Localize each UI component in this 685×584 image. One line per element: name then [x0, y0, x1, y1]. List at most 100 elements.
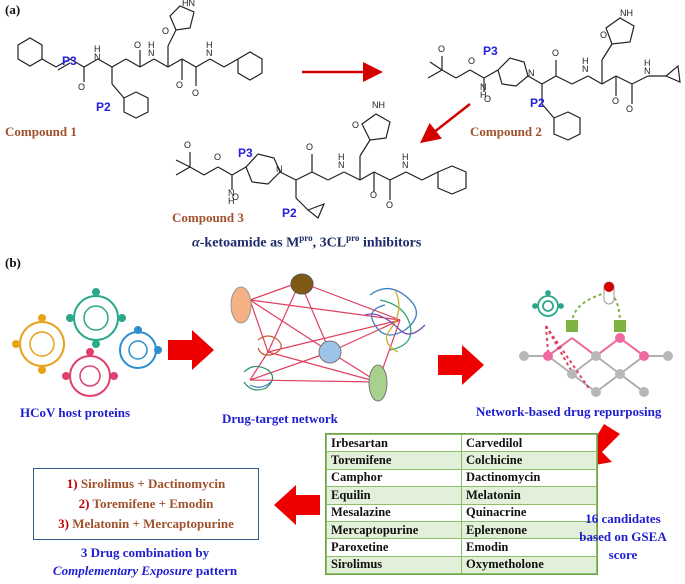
node-orange: [230, 286, 252, 324]
atom-label: O: [612, 96, 619, 106]
combo-3: 3) Melatonin + Mercaptopurine: [58, 516, 234, 531]
atom-label: H: [582, 56, 589, 66]
combo-1: 1) Sirolimus + Dactinomycin: [66, 476, 226, 491]
virus-icon-small: [532, 290, 564, 317]
atom-label: H: [206, 40, 213, 50]
compound2-structure: [427, 17, 681, 141]
drug-combination-box: 1) Sirolimus + Dactinomycin 2) Toremifen…: [33, 468, 259, 540]
atom-label: N: [94, 52, 101, 62]
protein-structure-small: [243, 335, 282, 391]
atom-label: N: [206, 48, 213, 58]
compound1-p2: P2: [96, 100, 111, 114]
drug-table-cell: Emodin: [461, 538, 597, 557]
atom-label: NH: [372, 100, 385, 110]
panel-a-label: (a): [5, 2, 21, 17]
atom-label: O: [78, 82, 85, 92]
arrow-host-to-network: [168, 330, 214, 370]
arrow-compound2-to-3: [420, 103, 471, 144]
atom-label: O: [162, 26, 169, 36]
protein-structure-large: [364, 288, 426, 353]
node-blue: [318, 340, 342, 364]
atom-label: O: [438, 44, 445, 54]
atom-label: O: [552, 48, 559, 58]
atom-label: O: [600, 30, 607, 40]
atom-label: H: [228, 196, 235, 206]
combo-2: 2) Toremifene + Emodin: [78, 496, 214, 511]
atom-label: O: [214, 152, 221, 162]
virus-icon-pink: [62, 348, 118, 397]
atom-label: O: [386, 200, 393, 210]
atom-label: O: [352, 120, 359, 130]
repurposing-network: [519, 281, 673, 397]
compound1-structure: [17, 5, 263, 119]
compound3-structure: [175, 113, 467, 219]
compound1-p3: P3: [62, 54, 77, 68]
atom-label: N: [528, 68, 535, 78]
node-green: [368, 364, 388, 402]
atom-label: H: [644, 58, 651, 68]
atom-label: N: [276, 164, 283, 174]
atom-label: O: [370, 190, 377, 200]
candidates-caption: 16 candidates based on GSEA score: [579, 511, 667, 562]
compound2-p2: P2: [530, 96, 545, 110]
drug-table-cell: Dactinomycin: [461, 468, 597, 488]
node-brown: [290, 273, 314, 295]
compound3-p3: P3: [238, 146, 253, 160]
pill-icon: [603, 281, 615, 305]
drug-table-cell: Carvedilol: [461, 433, 597, 453]
atom-label: N: [228, 188, 235, 198]
compound1-label: Compound 1: [5, 124, 77, 139]
drug-table-cell: Quinacrine: [461, 503, 597, 522]
drug-target-network: [230, 273, 426, 402]
compound2-p3: P3: [483, 44, 498, 58]
drug-table-cell: Camphor: [326, 468, 462, 488]
atom-label: N: [644, 66, 651, 76]
panel-b-label: (b): [5, 255, 21, 270]
atom-label: O: [192, 88, 199, 98]
drug-table-cell: Melatonin: [461, 486, 597, 505]
repurposing-label: Network-based drug repurposing: [476, 404, 662, 419]
arrow-candidates-to-combos: [274, 485, 320, 525]
atom-label: O: [306, 142, 313, 152]
virus-icon-blue: [119, 326, 162, 369]
atom-label: H: [338, 152, 345, 162]
atom-label: H: [148, 40, 155, 50]
drug-table-cell: Mercaptopurine: [326, 520, 462, 540]
virus-icon-teal: [66, 288, 126, 348]
atom-label: H: [480, 90, 487, 100]
drug-table-cell: Equilin: [326, 486, 462, 505]
ketoamide-title: α-ketoamide as Mpro, 3CLpro inhibitors: [192, 233, 422, 251]
atom-label: N: [480, 82, 487, 92]
compound3-label: Compound 3: [172, 210, 244, 225]
drug-target-network-label: Drug-target network: [222, 411, 338, 426]
atom-label: O: [626, 104, 633, 114]
drug-table-cell: Toremifene: [326, 451, 462, 470]
atom-label: O: [484, 94, 491, 104]
atom-label: H: [402, 152, 409, 162]
atom-label: N: [338, 160, 345, 170]
atom-label: NH: [620, 8, 633, 18]
compound2-label: Compound 2: [470, 124, 542, 139]
host-proteins-label: HCoV host proteins: [20, 405, 131, 420]
combo-caption: 3 Drug combination by Complementary Expo…: [52, 545, 238, 578]
atom-label: O: [134, 40, 141, 50]
atom-label: O: [232, 192, 239, 202]
virus-icon-yellow: [12, 314, 65, 374]
atom-label: H: [94, 44, 101, 54]
atom-label: O: [184, 140, 191, 150]
drug-table-cell: Sirolimus: [326, 555, 462, 575]
atom-label: N: [582, 64, 589, 74]
virus-icon-cluster: [12, 288, 162, 397]
atom-label: N: [148, 48, 155, 58]
atom-label: O: [176, 80, 183, 90]
